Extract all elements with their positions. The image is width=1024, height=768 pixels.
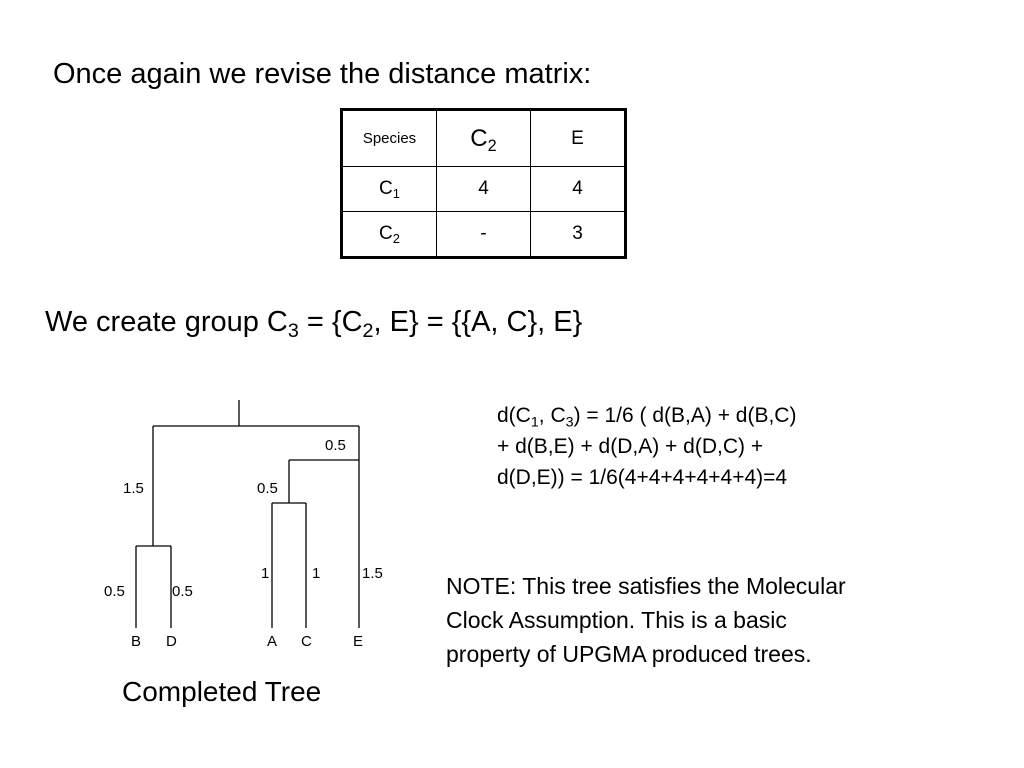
- branch-label-d: 0.5: [172, 583, 193, 600]
- matrix-cell: 4: [436, 166, 531, 212]
- matrix-cell: -: [436, 211, 531, 258]
- group-suffix: , E} = {{A, C}, E}: [373, 306, 583, 338]
- matrix-row-label-sub: 1: [392, 185, 400, 201]
- leaf-label-c: C: [301, 633, 312, 650]
- calc-part-a: d(C: [497, 404, 531, 427]
- leaf-label-a: A: [267, 633, 277, 650]
- group-prefix: We create group C: [45, 306, 288, 338]
- matrix-row-label: C1: [341, 166, 437, 212]
- calc-part-b: , C: [538, 404, 566, 427]
- note-line-2: Clock Assumption. This is a basic: [446, 607, 787, 633]
- calc-line-1: d(C1, C3) = 1/6 ( d(B,A) + d(B,C): [497, 400, 796, 431]
- matrix-row-c2: C2 - 3: [341, 211, 626, 258]
- matrix-col-c2-base: C: [470, 124, 488, 152]
- leaf-label-e: E: [353, 633, 363, 650]
- matrix-row-c1: C1 4 4: [341, 166, 626, 212]
- note-line-1: NOTE: This tree satisfies the Molecular: [446, 573, 846, 599]
- tree-caption: Completed Tree: [122, 676, 322, 707]
- branch-label-e: 1.5: [362, 565, 383, 582]
- group-definition: We create group C3 = {C2, E} = {{A, C}, …: [45, 306, 583, 342]
- branch-label-ace-stem: 0.5: [325, 437, 346, 454]
- calc-sub-3: 3: [565, 414, 574, 431]
- group-sub-2: 2: [362, 319, 374, 342]
- note-line-3: property of UPGMA produced trees.: [446, 641, 812, 667]
- calc-sub-1: 1: [530, 414, 539, 431]
- group-mid: = {C: [298, 306, 363, 338]
- matrix-col-c2-sub: 2: [487, 136, 497, 155]
- matrix-cell: 3: [530, 211, 626, 258]
- matrix-cell: 4: [530, 166, 626, 212]
- distance-calculation: d(C1, C3) = 1/6 ( d(B,A) + d(B,C) + d(B,…: [497, 400, 796, 493]
- branch-label-a: 1: [261, 565, 269, 582]
- branch-label-ac-stem: 0.5: [257, 480, 278, 497]
- branch-label-bd-stem: 1.5: [123, 480, 144, 497]
- distance-matrix: Species C2 E C1 4 4 C2 - 3: [340, 108, 627, 259]
- calc-line-3: d(D,E)) = 1/6(4+4+4+4+4+4)=4: [497, 466, 788, 489]
- calc-part-c: ) = 1/6 ( d(B,A) + d(B,C): [573, 404, 797, 427]
- matrix-row-label-base: C: [379, 223, 393, 244]
- leaf-label-b: B: [131, 633, 141, 650]
- calc-line-2: + d(B,E) + d(D,A) + d(D,C) +: [497, 435, 764, 458]
- group-sub-3: 3: [287, 319, 299, 342]
- molecular-clock-note: NOTE: This tree satisfies the Molecular …: [446, 569, 846, 671]
- slide-heading: Once again we revise the distance matrix…: [53, 58, 592, 90]
- branch-label-c: 1: [312, 565, 320, 582]
- leaf-label-d: D: [166, 633, 177, 650]
- branch-label-b: 0.5: [104, 583, 125, 600]
- matrix-row-label-sub: 2: [392, 230, 400, 246]
- matrix-row-label-base: C: [379, 178, 393, 199]
